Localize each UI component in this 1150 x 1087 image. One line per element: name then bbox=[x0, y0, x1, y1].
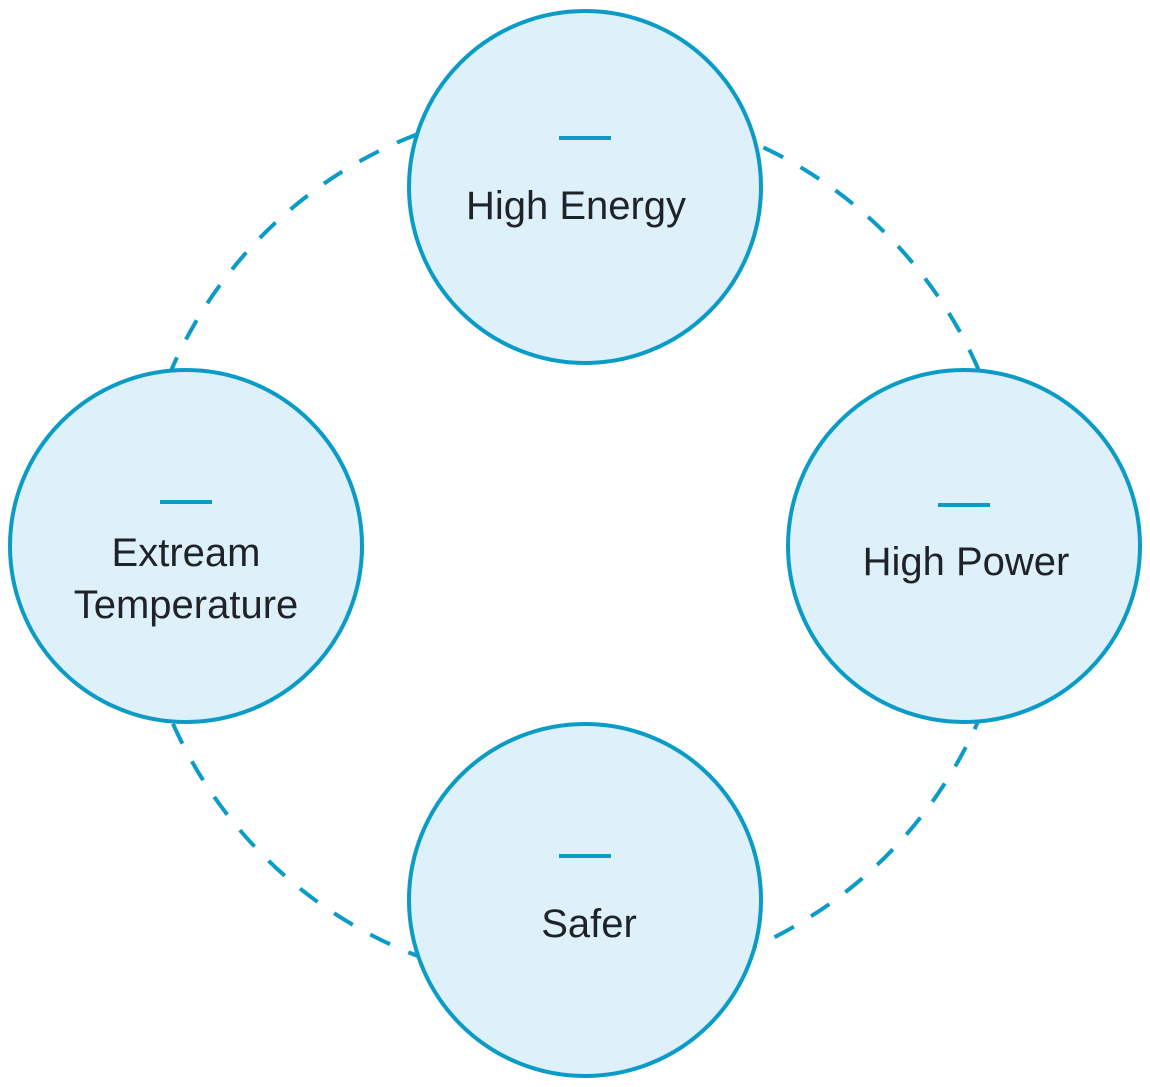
label-text-safer: Safer bbox=[541, 902, 637, 946]
label-text-high-energy: High Energy bbox=[465, 184, 687, 228]
node-circle-safer bbox=[407, 722, 763, 1078]
node-label-safer: Safer bbox=[541, 898, 637, 950]
node-label-high-power: High Power bbox=[863, 536, 1070, 588]
label-text-high-power: High Power bbox=[862, 540, 1070, 584]
label-text-extream: Extream bbox=[111, 531, 261, 575]
node-circle-high-energy bbox=[407, 9, 763, 365]
node-circle-extream-temperature bbox=[8, 368, 364, 724]
label-text-temperature: Temperature bbox=[73, 583, 299, 627]
node-circle-high-power bbox=[786, 368, 1142, 724]
node-label-extream-temperature: Extream Temperature bbox=[74, 527, 299, 631]
node-label-high-energy: High Energy bbox=[466, 180, 686, 232]
